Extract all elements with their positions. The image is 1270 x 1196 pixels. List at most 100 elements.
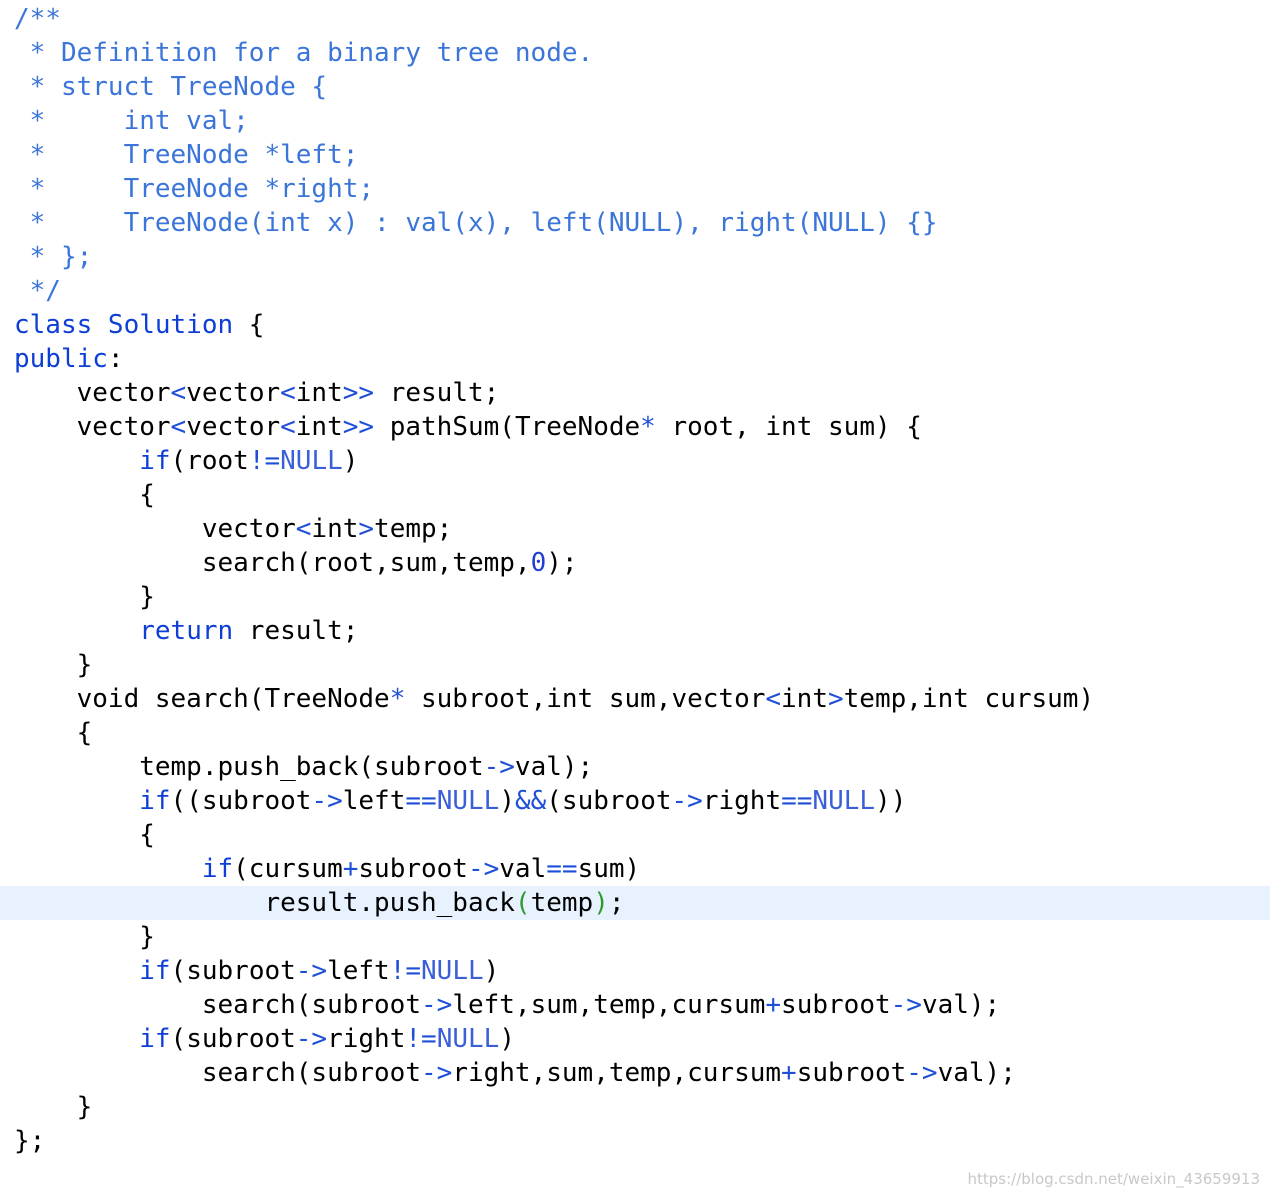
code-line[interactable]: } <box>0 580 1270 614</box>
code-lines[interactable]: /** * Definition for a binary tree node.… <box>0 2 1270 1158</box>
code-token-plain: int <box>295 378 343 408</box>
code-line[interactable]: public: <box>0 342 1270 376</box>
code-line[interactable]: * TreeNode *left; <box>0 138 1270 172</box>
code-token-plain: result; <box>374 378 500 408</box>
code-token-plain: vector <box>14 412 171 442</box>
code-token-plain <box>14 786 139 816</box>
code-token-plain: root, int sum) { <box>655 412 922 442</box>
code-line[interactable]: { <box>0 478 1270 512</box>
code-token-plain: sum) <box>577 854 641 884</box>
current-code-line[interactable]: result.push_back(temp); <box>0 886 1270 920</box>
code-token-paren-match: ) <box>593 888 609 918</box>
code-token-paren-match: ( <box>514 888 531 918</box>
code-line[interactable]: } <box>0 1090 1270 1124</box>
code-token-plain: pathSum(TreeNode <box>374 412 641 442</box>
code-token-plain: subroot,int sum,vector <box>405 684 766 714</box>
code-token-plain: int <box>295 412 343 442</box>
code-token-operator: -> <box>467 854 500 884</box>
code-token-plain: search(root,sum,temp, <box>14 548 531 578</box>
code-token-comment: * TreeNode(int x) : val(x), left(NULL), … <box>14 208 938 238</box>
code-line[interactable]: temp.push_back(subroot->val); <box>0 750 1270 784</box>
code-token-plain: right <box>702 786 782 816</box>
code-token-plain: right <box>327 1024 406 1054</box>
code-line[interactable]: search(subroot->right,sum,temp,cursum+su… <box>0 1056 1270 1090</box>
code-token-plain: vector <box>14 514 296 544</box>
code-token-plain: ); <box>546 548 578 578</box>
code-token-operator: != <box>248 446 281 476</box>
code-token-operator: -> <box>483 752 515 782</box>
code-token-operator: < <box>765 684 782 714</box>
code-token-plain: { <box>14 480 155 510</box>
code-token-operator: > <box>828 684 844 714</box>
code-line[interactable]: * }; <box>0 240 1270 274</box>
code-token-operator: + <box>765 990 782 1020</box>
code-token-comment: * Definition for a binary tree node. <box>14 38 594 68</box>
code-line[interactable]: if((subroot->left==NULL)&&(subroot->righ… <box>0 784 1270 818</box>
code-line[interactable]: void search(TreeNode* subroot,int sum,ve… <box>0 682 1270 716</box>
code-line[interactable]: vector<vector<int>> pathSum(TreeNode* ro… <box>0 410 1270 444</box>
code-line[interactable]: * Definition for a binary tree node. <box>0 36 1270 70</box>
code-line[interactable]: class Solution { <box>0 308 1270 342</box>
code-line[interactable]: * int val; <box>0 104 1270 138</box>
code-token-operator: > <box>358 514 375 544</box>
code-token-plain: : <box>107 344 124 374</box>
code-line[interactable]: } <box>0 920 1270 954</box>
code-token-operator: -> <box>421 990 453 1020</box>
code-token-operator: == <box>546 854 578 884</box>
code-token-plain: { <box>14 820 155 850</box>
code-token-plain <box>14 1024 139 1054</box>
code-token-keyword: if <box>139 956 171 986</box>
code-token-comment: * TreeNode *left; <box>14 140 359 170</box>
code-token-plain: search(subroot <box>14 1058 421 1088</box>
code-token-plain: left <box>327 956 390 986</box>
code-line[interactable]: * TreeNode(int x) : val(x), left(NULL), … <box>0 206 1270 240</box>
code-line[interactable]: * struct TreeNode { <box>0 70 1270 104</box>
code-line[interactable]: } <box>0 648 1270 682</box>
code-token-plain: temp; <box>374 514 453 544</box>
code-token-plain: subroot <box>781 990 891 1020</box>
code-token-operator: -> <box>295 1024 328 1054</box>
code-token-operator: -> <box>311 786 343 816</box>
code-token-operator: != <box>405 1024 437 1054</box>
code-token-operator: < <box>295 514 312 544</box>
code-line[interactable]: /** <box>0 2 1270 36</box>
code-token-plain: } <box>14 1092 93 1122</box>
code-token-plain: (cursum <box>233 854 343 884</box>
code-token-constant: NULL <box>812 786 876 816</box>
code-token-keyword: if <box>139 446 171 476</box>
code-line[interactable]: { <box>0 716 1270 750</box>
watermark: https://blog.csdn.net/weixin_43659913 <box>967 1170 1260 1188</box>
code-line[interactable]: { <box>0 818 1270 852</box>
code-token-plain: temp <box>530 888 594 918</box>
code-line[interactable]: }; <box>0 1124 1270 1158</box>
code-line[interactable]: if(cursum+subroot->val==sum) <box>0 852 1270 886</box>
code-token-constant: NULL <box>280 446 343 476</box>
code-token-plain <box>14 854 202 884</box>
code-line[interactable]: if(subroot->right!=NULL) <box>0 1022 1270 1056</box>
code-line[interactable]: vector<vector<int>> result; <box>0 376 1270 410</box>
code-token-plain: result; <box>233 616 359 646</box>
code-line[interactable]: return result; <box>0 614 1270 648</box>
code-token-plain: result.push_back <box>14 888 515 918</box>
code-token-plain <box>14 956 139 986</box>
code-line[interactable]: search(root,sum,temp,0); <box>0 546 1270 580</box>
code-token-constant: NULL <box>421 956 484 986</box>
code-token-plain: val); <box>921 990 1001 1020</box>
code-line[interactable]: if(subroot->left!=NULL) <box>0 954 1270 988</box>
code-token-comment: * }; <box>14 242 93 272</box>
code-line[interactable]: * TreeNode *right; <box>0 172 1270 206</box>
code-token-operator: >> <box>342 378 375 408</box>
code-token-plain: (subroot <box>170 1024 296 1054</box>
code-line[interactable]: if(root!=NULL) <box>0 444 1270 478</box>
code-token-plain: (subroot <box>546 786 672 816</box>
code-token-keyword: if <box>201 854 234 884</box>
code-token-plain: } <box>14 922 155 952</box>
code-token-comment: * struct TreeNode { <box>14 72 328 102</box>
code-token-operator: < <box>170 412 187 442</box>
code-line[interactable]: search(subroot->left,sum,temp,cursum+sub… <box>0 988 1270 1022</box>
code-line[interactable]: vector<int>temp; <box>0 512 1270 546</box>
code-token-plain: } <box>14 650 93 680</box>
code-line[interactable]: */ <box>0 274 1270 308</box>
code-token-operator: + <box>781 1058 797 1088</box>
